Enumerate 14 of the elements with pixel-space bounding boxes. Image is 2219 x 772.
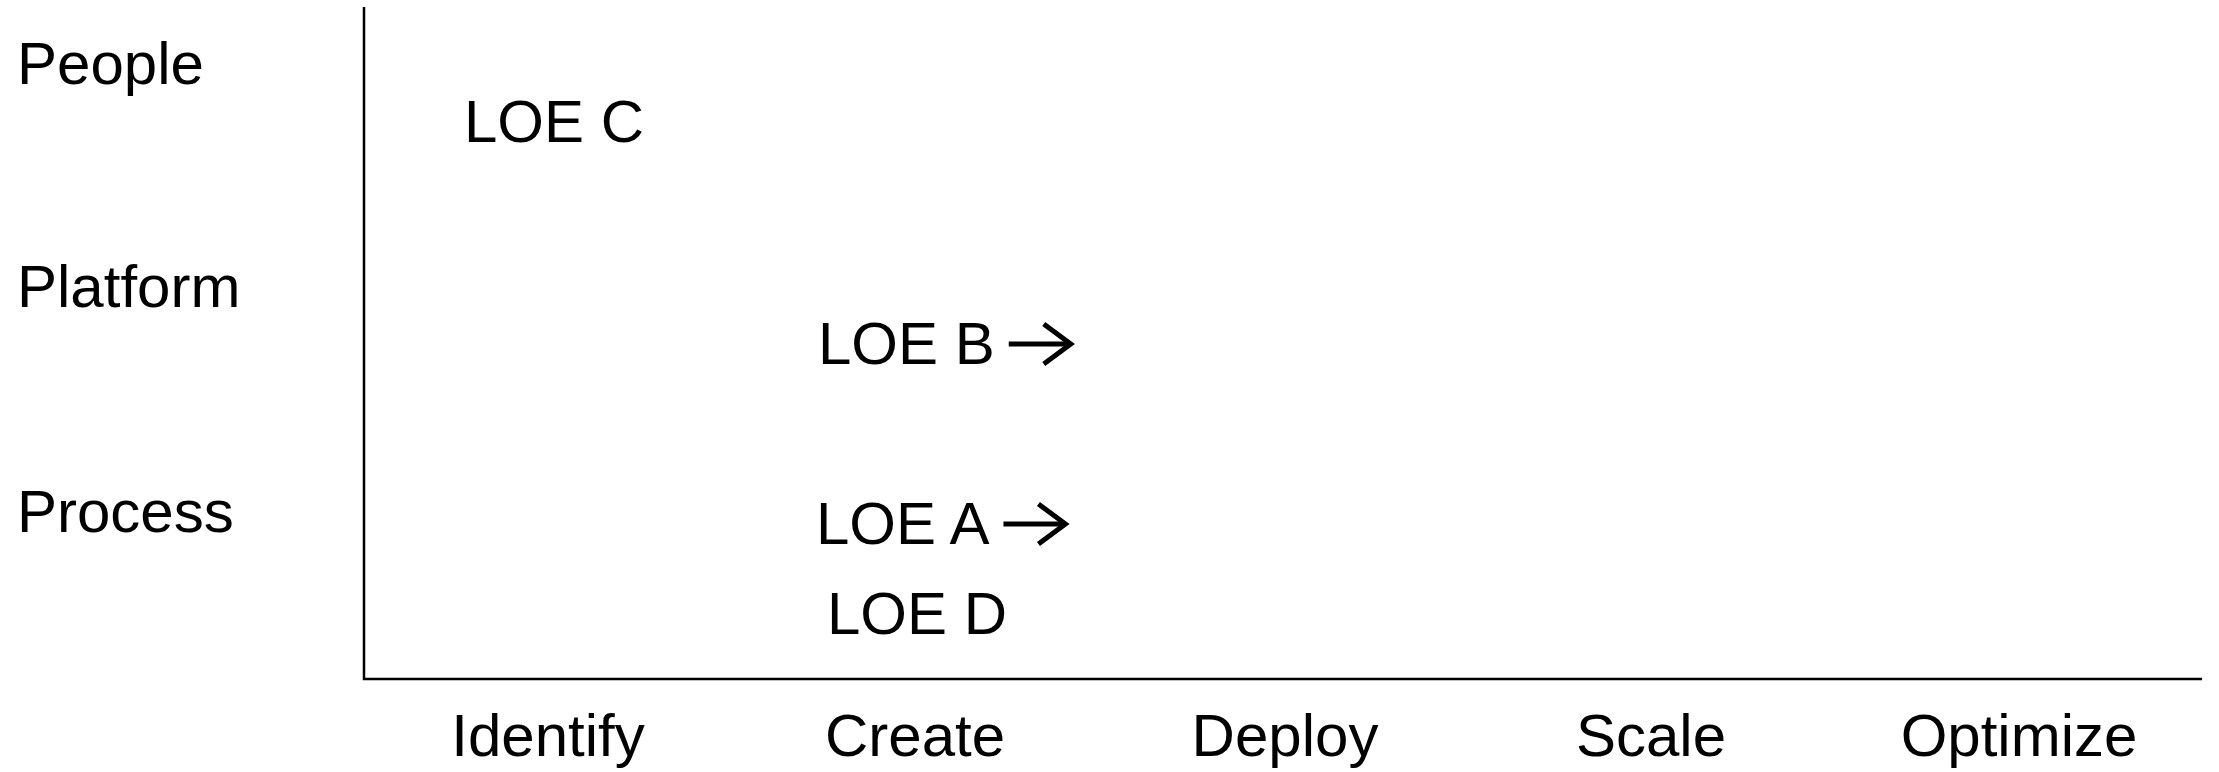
row-label: Process	[17, 482, 234, 542]
column-label: Identify	[451, 706, 645, 766]
row-label: Platform	[17, 257, 241, 317]
column-label: Create	[824, 706, 1006, 766]
item-label: LOE C	[464, 92, 645, 152]
column-label: Optimize	[1900, 706, 2138, 766]
column-label: Scale	[1575, 706, 1727, 766]
arrow	[1003, 501, 1068, 547]
row-label: People	[17, 34, 204, 94]
item-label: LOE D	[827, 584, 1008, 644]
item-label: LOE A	[816, 494, 990, 554]
column-label: Deploy	[1191, 706, 1379, 766]
arrow	[1008, 321, 1074, 367]
item-label: LOE B	[818, 314, 995, 374]
